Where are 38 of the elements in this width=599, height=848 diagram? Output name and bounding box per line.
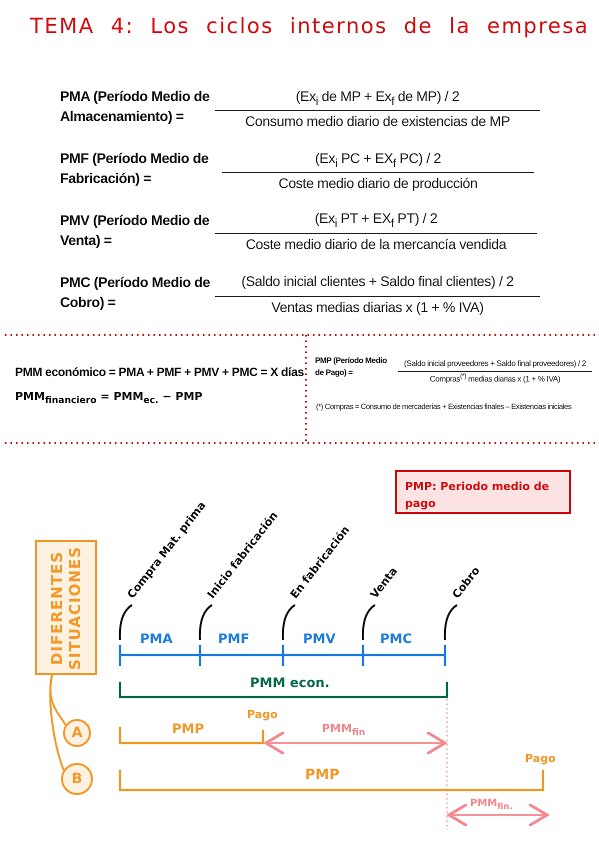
period-label: PMP	[305, 767, 340, 783]
formula-label: PMA (Período Medio de Almacenamiento) =	[60, 87, 211, 126]
event-label: Pago	[525, 752, 556, 765]
numerator: (Saldo inicial proveedores + Saldo final proveedores) / 2	[403, 359, 587, 368]
connector-line	[118, 604, 133, 640]
connector-line	[282, 604, 296, 640]
period-label: PMM$_{fin.}$	[470, 798, 512, 811]
period-label: PMC	[380, 632, 412, 647]
numerator: (Ex$_{i}$ PT + EX$_{f}$ PT) / 2	[314, 210, 438, 230]
denominator: Compras$^{(*)}$ medias diarias x (1 + % IVA)	[428, 373, 562, 384]
formula-label: PMP (Período Medio de Pago) =	[315, 355, 388, 378]
numerator: (Ex$_{i}$ de MP + Ex$_{f}$ de MP) / 2	[294, 88, 460, 108]
title: TEMA 4: Los ciclos internos de la empresa	[30, 14, 590, 38]
formula-label: PMM económico = PMA + PMF + PMV + PMC = X días	[15, 364, 305, 381]
case-circle: B	[61, 763, 93, 795]
case-circle: A	[63, 719, 91, 747]
period-label: PMM$_{fin}$	[322, 722, 366, 738]
category-box: DIFERENTES SITUACIONES	[35, 540, 97, 675]
numerator: (Ex$_{i}$ PC + EX$_{f}$ PC) / 2	[314, 150, 442, 170]
formula-label: PMF (Período Medio de Fabricación) =	[60, 149, 210, 188]
period-label: PMV	[303, 632, 336, 647]
period-label: PMF	[218, 632, 250, 647]
denominator: Coste medio diario de producción	[278, 175, 478, 191]
period-label: PMP	[172, 722, 204, 737]
formula-label: PMC (Período Medio de Cobro) =	[60, 273, 212, 312]
handwritten-formula: PMM$_{financiero}$ = PMM$_{ec.}$ − PMP	[15, 390, 202, 406]
event-label: Pago	[247, 708, 278, 721]
connector-line	[198, 604, 213, 640]
formula-label: PMV (Período Medio de Venta) =	[60, 211, 210, 250]
connector-line	[444, 604, 458, 640]
note-box: PMP: Periodo medio de pago	[395, 470, 571, 514]
numerator: (Saldo inicial clientes + Saldo final clientes) / 2	[240, 273, 515, 289]
period-label: PMM econ.	[250, 676, 330, 691]
period-label: PMA	[140, 632, 173, 647]
denominator: Coste medio diario de la mercancía vendida	[244, 236, 508, 252]
connector-line	[362, 604, 376, 640]
denominator: Ventas medias diarias x (1 + % IVA)	[270, 299, 485, 315]
denominator: Consumo medio diario de existencias de MP	[244, 113, 511, 129]
